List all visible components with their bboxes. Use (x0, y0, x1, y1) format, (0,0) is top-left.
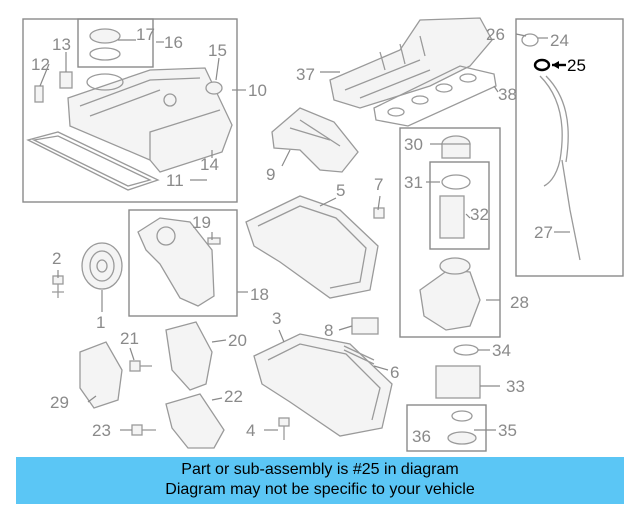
callout-34: 34 (492, 341, 511, 360)
oil-filter-group-box (399, 127, 501, 338)
dipstick-o-ring-part-25 (533, 58, 566, 72)
callout-30: 30 (404, 135, 423, 154)
manifold-gasket-part (373, 65, 497, 127)
callout-14: 14 (200, 155, 219, 174)
oil-cooler-parts (435, 344, 481, 445)
oil-cap-part (89, 28, 121, 61)
callout-26: 26 (486, 25, 505, 44)
timing-cover-part (137, 217, 215, 307)
callout-28: 28 (510, 293, 529, 312)
parts-diagram: 1 2 3 4 5 6 7 8 9 10 11 12 13 14 15 16 1… (22, 17, 624, 452)
lower-timing-cover-parts (79, 321, 225, 449)
callout-labels: 1 2 3 4 5 6 7 8 9 10 11 12 13 14 15 16 1… (31, 25, 586, 446)
baffle-part (271, 107, 359, 173)
dipstick-part (521, 33, 581, 261)
callout-18: 18 (250, 285, 269, 304)
callout-23: 23 (92, 421, 111, 440)
callout-37: 37 (296, 65, 315, 84)
callout-10: 10 (248, 81, 267, 100)
pulley-part (81, 242, 123, 290)
callout-35: 35 (498, 421, 517, 440)
intake-manifold-part (329, 17, 493, 109)
callout-9: 9 (266, 165, 275, 184)
footer-part-line: Part or sub-assembly is #25 in diagram (181, 461, 459, 478)
oil-filter-housing-parts (419, 135, 481, 331)
lower-oil-pan-part (253, 333, 393, 437)
callout-6: 6 (390, 363, 399, 382)
callout-32: 32 (470, 205, 489, 224)
callout-19: 19 (192, 213, 211, 232)
callout-31: 31 (404, 173, 423, 192)
callout-7: 7 (374, 175, 383, 194)
oil-cap-group-box (77, 18, 154, 68)
callout-27: 27 (534, 223, 553, 242)
callout-21: 21 (120, 329, 139, 348)
cooler-seal-group-box (406, 404, 487, 452)
timing-cover-group-box (128, 209, 238, 317)
callout-15: 15 (208, 41, 227, 60)
callout-33: 33 (506, 377, 525, 396)
callout-1: 1 (96, 313, 105, 332)
callout-29: 29 (50, 393, 69, 412)
filter-element-group-box (429, 161, 490, 250)
callout-16: 16 (164, 33, 183, 52)
callout-13: 13 (52, 35, 71, 54)
callout-3: 3 (272, 309, 281, 328)
callout-17: 17 (136, 25, 155, 44)
callout-20: 20 (228, 331, 247, 350)
footer-disclaimer-line: Diagram may not be specific to your vehi… (165, 481, 475, 498)
callout-2: 2 (52, 249, 61, 268)
callout-24: 24 (550, 31, 569, 50)
callout-11: 11 (166, 171, 184, 190)
callout-25: 25 (567, 56, 586, 75)
upper-oil-pan-part (245, 195, 379, 299)
callout-22: 22 (224, 387, 243, 406)
callout-36: 36 (412, 427, 431, 446)
small-parts-12-13-15 (34, 71, 223, 103)
valve-cover-gasket-part (26, 131, 160, 191)
callout-38: 38 (498, 85, 517, 104)
diagram-footer-banner: Part or sub-assembly is #25 in diagram D… (16, 457, 624, 504)
callout-5: 5 (336, 181, 345, 200)
callout-8: 8 (324, 321, 333, 340)
callout-4: 4 (246, 421, 255, 440)
leader-lines (39, 33, 570, 431)
dipstick-group-box (515, 18, 624, 277)
callout-12: 12 (31, 55, 50, 74)
valve-cover-part (67, 67, 233, 173)
